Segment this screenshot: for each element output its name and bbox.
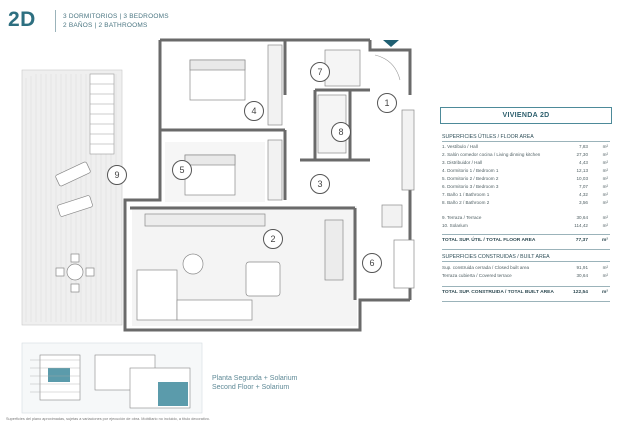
unit-code: 2D <box>8 8 36 31</box>
useful-area-header: SUPERFICIES ÚTILES / FLOOR AREA <box>442 134 534 140</box>
divider <box>442 261 610 262</box>
table-row: Sup. construida cerrada / Closed built a… <box>442 265 608 270</box>
walls <box>123 38 412 332</box>
room-6-marker: 6 <box>362 253 382 273</box>
unit-title: VIVIENDA 2D <box>440 107 612 124</box>
room-4-marker: 4 <box>244 101 264 121</box>
divider <box>442 141 610 142</box>
divider <box>442 249 610 250</box>
room-5-marker: 5 <box>172 160 192 180</box>
divider <box>442 286 610 287</box>
floor-label-en: Second Floor + Solarium <box>212 384 290 391</box>
disclaimer-note: Superficies del plano aproximadas, sujet… <box>6 417 210 421</box>
room-9-marker: 9 <box>107 165 127 185</box>
bathrooms-label: 2 BAÑOS | 2 BATHROOMS <box>63 22 148 29</box>
room-1-marker: 1 <box>377 93 397 113</box>
room-3-marker: 3 <box>310 174 330 194</box>
key-plan <box>21 342 203 414</box>
floor-label: Planta Segunda + Solarium Second Floor +… <box>212 374 297 392</box>
room-2-marker: 2 <box>263 229 283 249</box>
door-swing <box>374 54 401 81</box>
divider <box>442 234 610 235</box>
bedrooms-label: 3 DORMITORIOS | 3 BEDROOMS <box>63 13 169 20</box>
furniture <box>136 44 415 321</box>
header-divider <box>55 10 56 32</box>
room-7-marker: 7 <box>310 62 330 82</box>
table-row: 2. Salón comedor cocina / Living dinning… <box>442 152 608 157</box>
room-8-marker: 8 <box>331 122 351 142</box>
total-built-area-row: TOTAL SUP. CONSTRUIDA / TOTAL BUILT AREA… <box>442 290 608 295</box>
terrace-deck <box>21 69 123 326</box>
entrance-marker <box>383 40 399 47</box>
divider <box>442 301 610 302</box>
built-area-header: SUPERFICIES CONSTRUIDAS / BUILT AREA <box>442 254 550 260</box>
floor-label-es: Planta Segunda + Solarium <box>212 375 298 382</box>
